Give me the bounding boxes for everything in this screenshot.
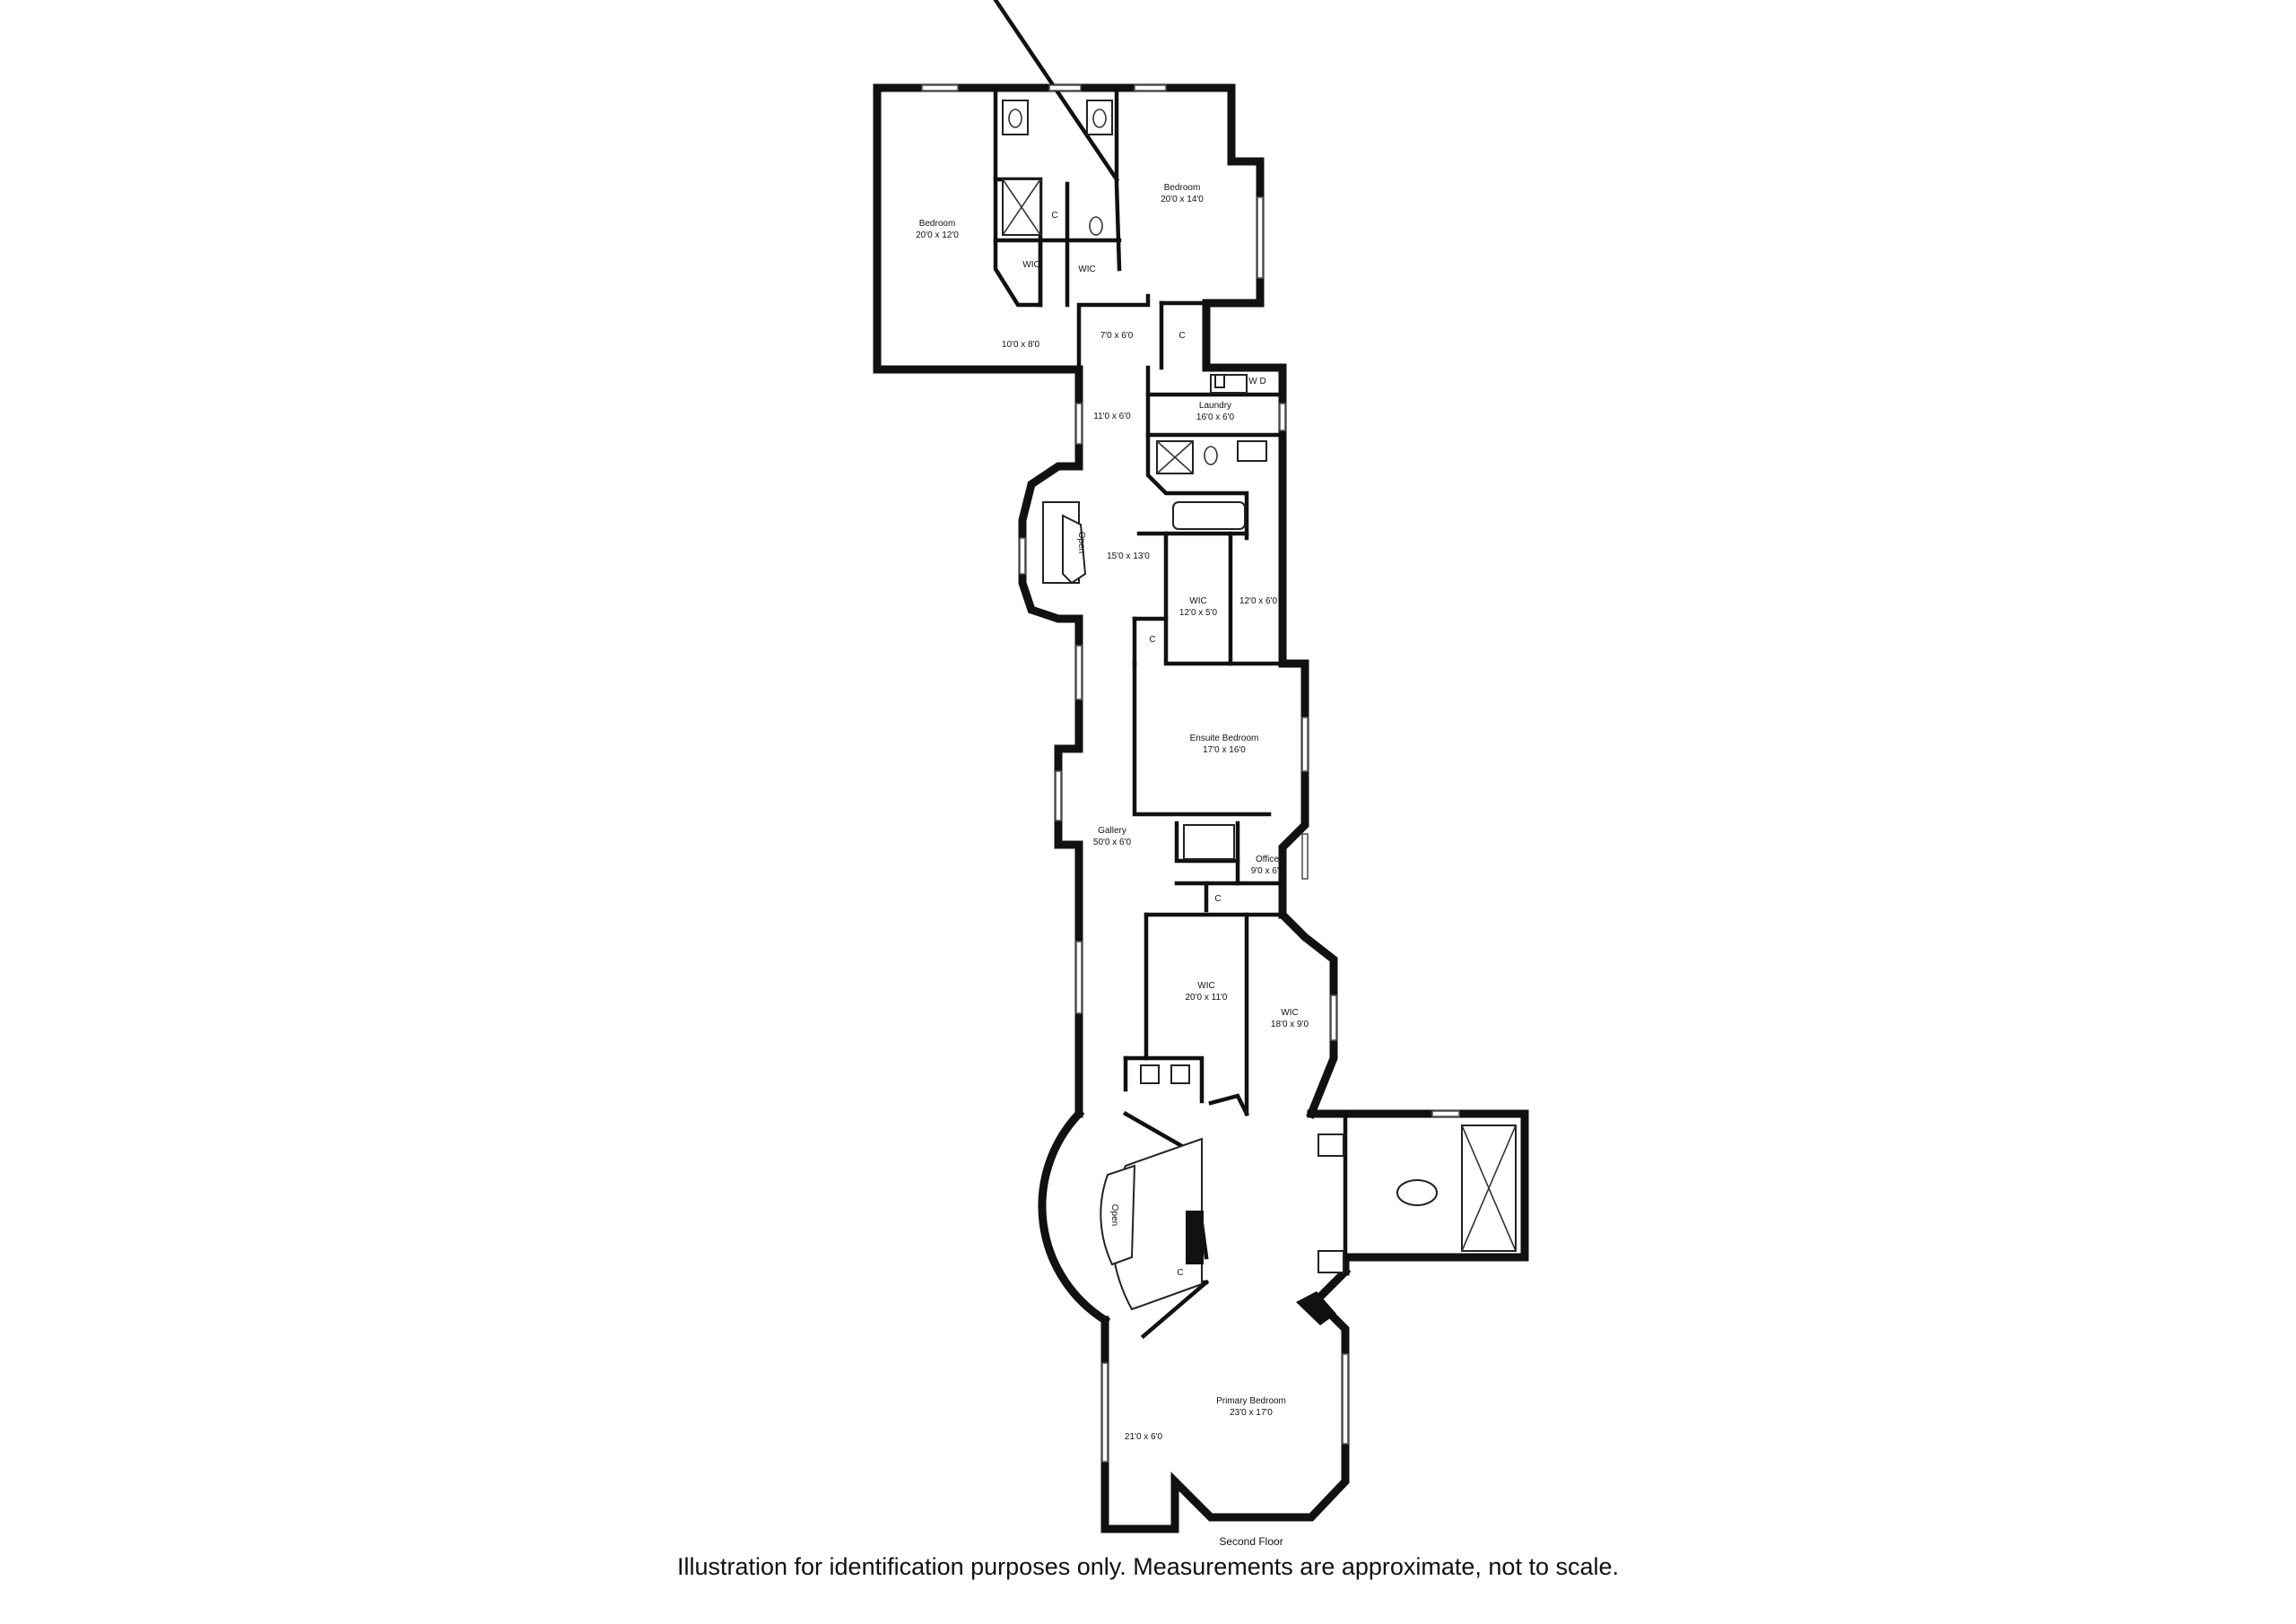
room-name-ensuite-bedroom: Ensuite Bedroom	[1190, 734, 1259, 743]
room-dims-hall-e: 21'0 x 6'0	[1125, 1432, 1163, 1442]
room-name-wic-a: WIC	[1022, 260, 1039, 270]
room-name-wic-c: WIC	[1189, 596, 1206, 606]
windows	[921, 84, 1460, 1463]
room-name-closet-c: C	[1149, 635, 1155, 645]
room-name-wic-d: WIC	[1197, 981, 1214, 991]
room-dims-bedroom-east: 20'0 x 14'0	[1161, 195, 1204, 204]
room-name-wic-b: WIC	[1078, 265, 1095, 274]
room-dims-wic-e: 18'0 x 9'0	[1271, 1020, 1309, 1029]
open-label-stair: Open	[1109, 1204, 1119, 1226]
laundry-appliances: W D	[1248, 377, 1265, 386]
room-dims-hall-c: 11'0 x 6'0	[1093, 412, 1131, 421]
room-dims-wic-c: 12'0 x 5'0	[1179, 608, 1218, 618]
open-label-west: Open	[1076, 532, 1086, 553]
room-name-bedroom-east: Bedroom	[1164, 183, 1201, 193]
room-dims-ensuite-bedroom: 17'0 x 16'0	[1203, 745, 1246, 755]
room-dims-primary-bedroom: 23'0 x 17'0	[1230, 1408, 1273, 1418]
room-dims-bedroom-west: 20'0 x 12'0	[916, 230, 959, 240]
room-name-laundry: Laundry	[1199, 401, 1231, 411]
room-name-closet-b: C	[1178, 331, 1185, 341]
room-name-closet-d: C	[1214, 894, 1221, 904]
floor-label: Second Floor	[1219, 1535, 1283, 1548]
room-name-primary-bedroom: Primary Bedroom	[1216, 1396, 1286, 1406]
room-name-bedroom-west: Bedroom	[919, 219, 956, 229]
fixtures	[1002, 100, 1517, 1325]
room-dims-office: 9'0 x 6'0	[1251, 866, 1284, 876]
room-name-office: Office	[1256, 855, 1279, 864]
interior-walls	[993, 0, 1348, 1340]
room-name-closet-e: C	[1177, 1268, 1183, 1278]
room-dims-hall-b: 7'0 x 6'0	[1100, 331, 1134, 341]
room-labels: Bedroom 20'0 x 12'0 Bedroom 20'0 x 14'0 …	[916, 183, 1309, 1548]
room-dims-gallery: 50'0 x 6'0	[1093, 838, 1132, 847]
room-dims-wic-d: 20'0 x 11'0	[1185, 993, 1227, 1003]
room-dims-bath-hall: 12'0 x 6'0	[1239, 596, 1278, 606]
room-dims-laundry: 16'0 x 6'0	[1196, 413, 1235, 422]
room-name-closet-a: C	[1051, 211, 1057, 221]
room-name-wic-e: WIC	[1281, 1008, 1298, 1018]
disclaimer-text: Illustration for identification purposes…	[676, 1553, 1620, 1580]
room-dims-hall-a: 10'0 x 8'0	[1002, 340, 1040, 350]
room-name-gallery: Gallery	[1098, 826, 1126, 836]
room-dims-hall-d: 15'0 x 13'0	[1107, 551, 1150, 561]
